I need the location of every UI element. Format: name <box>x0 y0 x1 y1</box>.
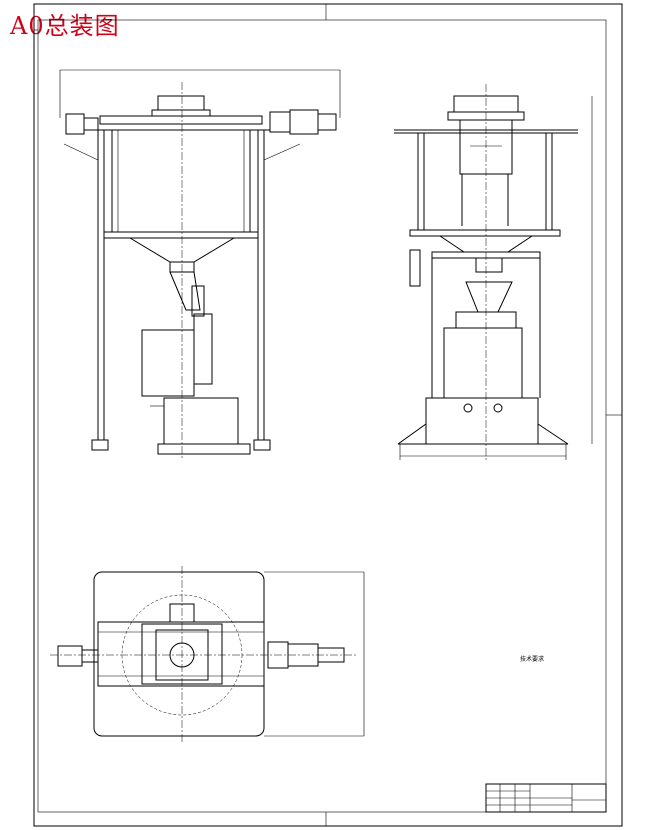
title-block <box>485 783 607 813</box>
front-view <box>59 69 341 460</box>
technical-requirements-heading: 技术要求 <box>519 656 544 663</box>
drawing-frame <box>33 3 623 827</box>
side-view <box>394 84 593 460</box>
technical-requirements: 技术要求 <box>452 656 612 666</box>
top-view <box>50 566 365 744</box>
drawing-title: A0总装图 <box>10 12 120 40</box>
